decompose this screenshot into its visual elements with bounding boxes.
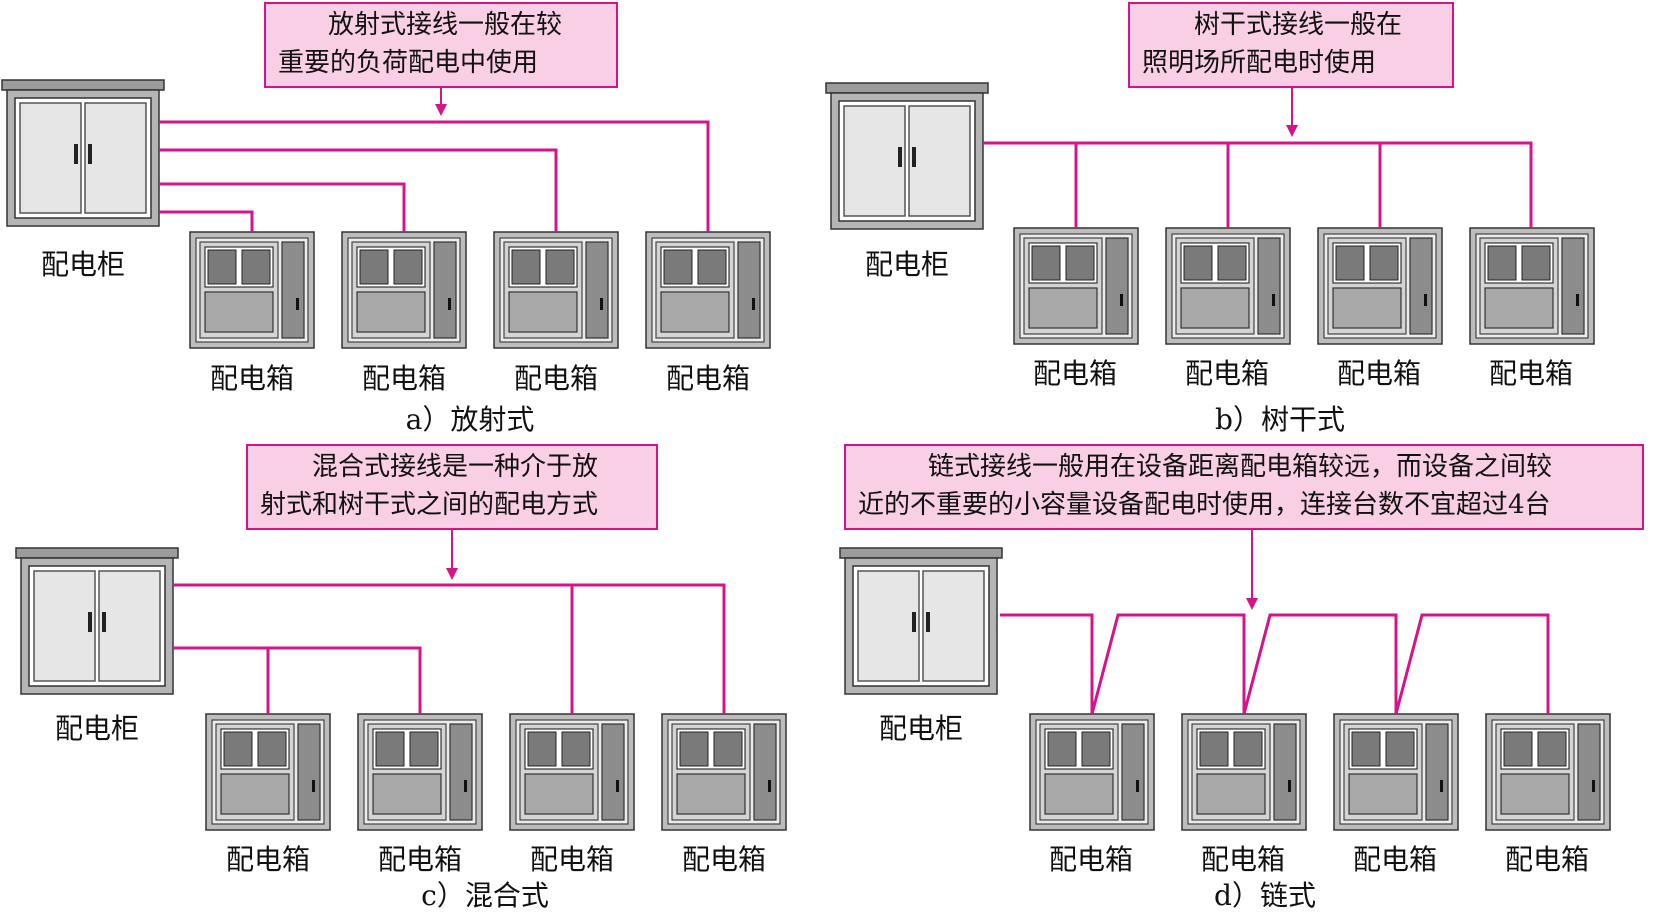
distribution-box-d1 — [1029, 713, 1155, 831]
box-label-c3: 配电箱 — [529, 843, 614, 876]
note-radial-line2: 重要的负荷配电中使用 — [278, 48, 539, 78]
trunk-line-b — [983, 141, 1533, 228]
distribution-box-a3 — [493, 231, 619, 349]
distribution-box-d4 — [1485, 713, 1611, 831]
note-mixed: 混合式接线是一种介于放 射式和树干式之间的配电方式 — [246, 444, 658, 530]
cabinet-label-b: 配电柜 — [864, 248, 949, 281]
note-mixed-line2: 射式和树干式之间的配电方式 — [260, 490, 599, 520]
chain-d4 — [1394, 613, 1550, 715]
note-trunk: 树干式接线一般在 照明场所配电时使用 — [1128, 2, 1454, 88]
box-label-b3: 配电箱 — [1336, 357, 1421, 390]
chain-d2 — [1090, 613, 1246, 715]
distribution-box-b4 — [1469, 227, 1595, 345]
cabinet-label-d: 配电柜 — [878, 712, 963, 745]
feeder-a2 — [159, 182, 406, 232]
note-radial-line1: 放射式接线一般在较 — [328, 10, 563, 40]
box-label-a2: 配电箱 — [361, 362, 446, 395]
box-label-c4: 配电箱 — [681, 843, 766, 876]
box-label-d4: 配电箱 — [1504, 843, 1589, 876]
caption-mixed: c）混合式 — [421, 879, 549, 912]
distribution-cabinet-d — [839, 547, 1003, 695]
box-label-a1: 配电箱 — [209, 362, 294, 395]
arrow-d — [1246, 530, 1258, 610]
caption-trunk: b）树干式 — [1215, 403, 1345, 436]
radial-line-c — [173, 646, 422, 714]
box-label-b2: 配电箱 — [1184, 357, 1269, 390]
cabinet-label-c: 配电柜 — [54, 712, 139, 745]
caption-radial: a）放射式 — [405, 403, 535, 436]
distribution-cabinet-c — [15, 547, 179, 695]
box-label-a4: 配电箱 — [665, 362, 750, 395]
distribution-cabinet-a — [1, 79, 165, 227]
distribution-box-c1 — [205, 713, 331, 831]
distribution-box-b2 — [1165, 227, 1291, 345]
note-radial: 放射式接线一般在较 重要的负荷配电中使用 — [264, 2, 618, 88]
chain-d1 — [1000, 613, 1094, 714]
trunk-line-c — [173, 583, 726, 714]
note-chain: 链式接线一般用在设备距离配电箱较远，而设备之间较 近的不重要的小容量设备配电时使… — [844, 444, 1644, 530]
caption-chain: d）链式 — [1214, 879, 1316, 912]
arrow-a — [435, 88, 447, 116]
distribution-box-d2 — [1181, 713, 1307, 831]
note-chain-line1: 链式接线一般用在设备距离配电箱较远，而设备之间较 — [928, 452, 1553, 482]
box-label-c2: 配电箱 — [377, 843, 462, 876]
box-label-b1: 配电箱 — [1032, 357, 1117, 390]
distribution-box-c3 — [509, 713, 635, 831]
chain-d3 — [1242, 613, 1398, 715]
distribution-box-a4 — [645, 231, 771, 349]
distribution-box-b1 — [1013, 227, 1139, 345]
box-label-a3: 配电箱 — [513, 362, 598, 395]
feeder-a1 — [159, 210, 254, 232]
distribution-box-d3 — [1333, 713, 1459, 831]
distribution-box-c4 — [661, 713, 787, 831]
arrow-b — [1286, 88, 1298, 137]
note-mixed-line1: 混合式接线是一种介于放 — [312, 452, 599, 482]
box-label-b4: 配电箱 — [1488, 357, 1573, 390]
arrow-c — [446, 530, 458, 580]
note-chain-line2: 近的不重要的小容量设备配电时使用，连接台数不宜超过4台 — [858, 490, 1551, 520]
distribution-box-a1 — [189, 231, 315, 349]
box-label-c1: 配电箱 — [225, 843, 310, 876]
feeder-a4 — [159, 120, 710, 232]
cabinet-label-a: 配电柜 — [40, 248, 125, 281]
box-label-d1: 配电箱 — [1048, 843, 1133, 876]
distribution-box-a2 — [341, 231, 467, 349]
box-label-d3: 配电箱 — [1352, 843, 1437, 876]
note-trunk-line2: 照明场所配电时使用 — [1142, 48, 1377, 78]
feeder-a3 — [159, 148, 558, 232]
box-label-d2: 配电箱 — [1200, 843, 1285, 876]
distribution-box-b3 — [1317, 227, 1443, 345]
distribution-cabinet-b — [825, 82, 989, 230]
note-trunk-line1: 树干式接线一般在 — [1194, 10, 1403, 40]
distribution-box-c2 — [357, 713, 483, 831]
